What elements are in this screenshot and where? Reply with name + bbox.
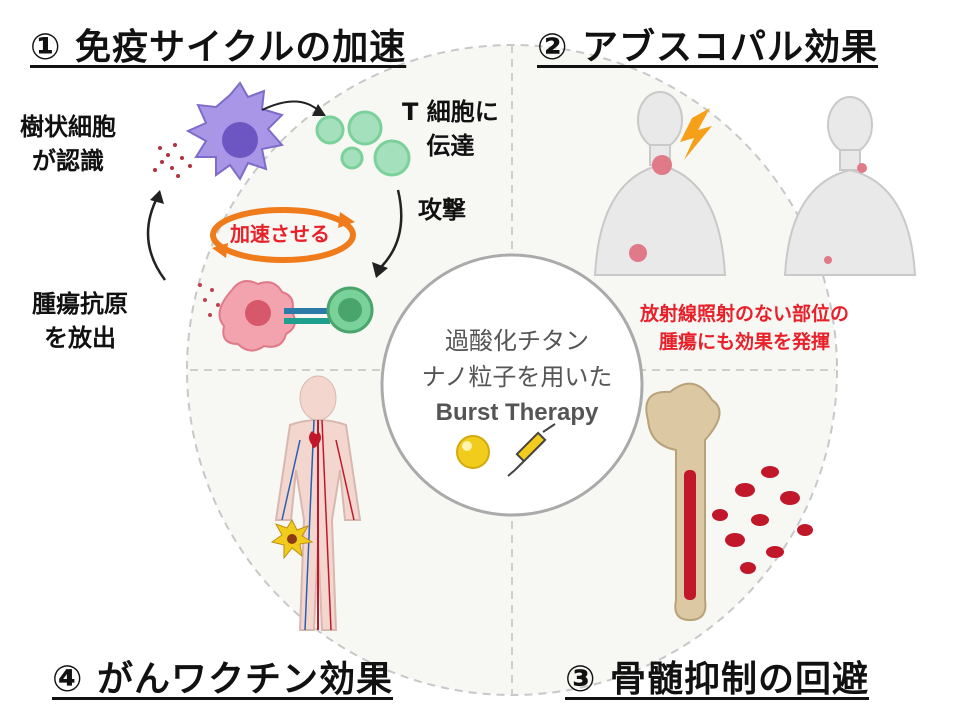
- tumor-burst-icon: [270, 518, 314, 560]
- antigen-label: 腫瘍抗原を放出: [32, 290, 128, 352]
- t-cell-cluster-icon: [315, 110, 411, 177]
- bone-icon: [645, 382, 721, 622]
- tcell-label: T 細胞に伝達: [402, 98, 499, 160]
- heading-bone-marrow: ③ 骨髄抑制の回避: [565, 659, 870, 700]
- abscopal-note: 放射線照射のない部位の腫瘍にも効果を発揮: [640, 303, 850, 353]
- heading-cancer-vaccine: ④ がんワクチン効果: [52, 659, 394, 700]
- center-label: 過酸化チタン ナノ粒子を用いた Burst Therapy: [421, 327, 613, 426]
- attack-label: 攻撃: [418, 196, 466, 224]
- accelerate-cycle-icon: [210, 207, 356, 263]
- heading-abscopal: ② アブスコパル効果: [537, 27, 879, 68]
- nanoparticle-icon: [456, 435, 490, 469]
- tumor-cell-icon: [218, 280, 296, 352]
- antigen-particles: [153, 143, 192, 178]
- red-blood-cells-icon: [712, 466, 813, 574]
- patient-body-icon: [783, 96, 917, 276]
- circulatory-body-icon: [274, 375, 362, 631]
- dendritic-cell-icon: [185, 81, 284, 181]
- heading-immune-cycle: ① 免疫サイクルの加速: [30, 27, 407, 68]
- syringe-icon: [507, 423, 556, 477]
- radiation-bolt-icon: [680, 108, 712, 160]
- dendritic-cell-label: 樹状細胞が認識: [20, 113, 116, 175]
- accelerate-label: 加速させる: [230, 222, 330, 246]
